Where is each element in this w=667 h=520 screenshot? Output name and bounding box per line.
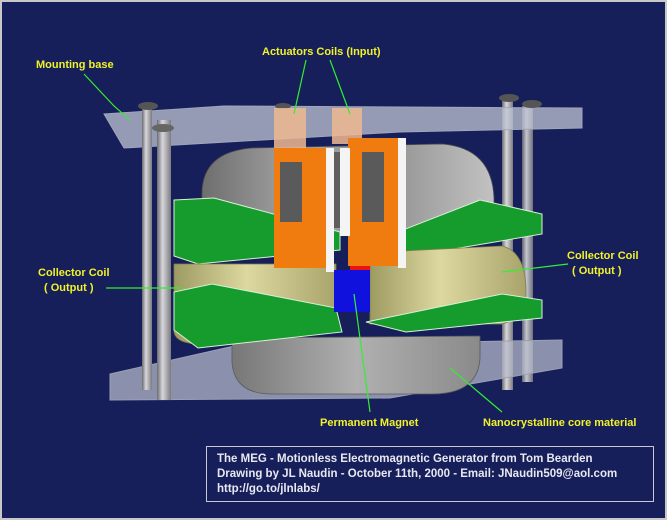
label-permanent-magnet: Permanent Magnet	[320, 417, 419, 429]
threaded-rods-front	[138, 94, 542, 400]
label-collector-left-line1: Collector Coil	[38, 267, 110, 279]
caption-credit: Drawing by JL Naudin - October 11th, 200…	[217, 468, 618, 480]
actuator-coil-left	[274, 108, 334, 272]
threaded-rods-back	[502, 100, 533, 390]
label-collector-left-line2: ( Output )	[44, 282, 94, 294]
caption-box: The MEG - Motionless Electromagnetic Gen…	[206, 446, 654, 502]
lower-core	[231, 335, 481, 395]
label-actuator-coils: Actuators Coils (Input)	[262, 46, 381, 58]
label-collector-right-line1: Collector Coil	[567, 250, 639, 262]
label-core-material: Nanocrystalline core material	[483, 417, 636, 429]
pcb-lower-left	[173, 283, 343, 349]
actuator-coil-right	[332, 108, 406, 268]
pcb-lower-right	[365, 293, 543, 333]
label-collector-right-line2: ( Output )	[572, 265, 622, 277]
magnet-south	[334, 270, 370, 312]
caption-link: http://go.to/jlnlabs/	[217, 483, 320, 495]
caption-title: The MEG - Motionless Electromagnetic Gen…	[217, 453, 593, 465]
label-mounting-base: Mounting base	[36, 59, 114, 71]
leader-lines	[83, 59, 569, 413]
